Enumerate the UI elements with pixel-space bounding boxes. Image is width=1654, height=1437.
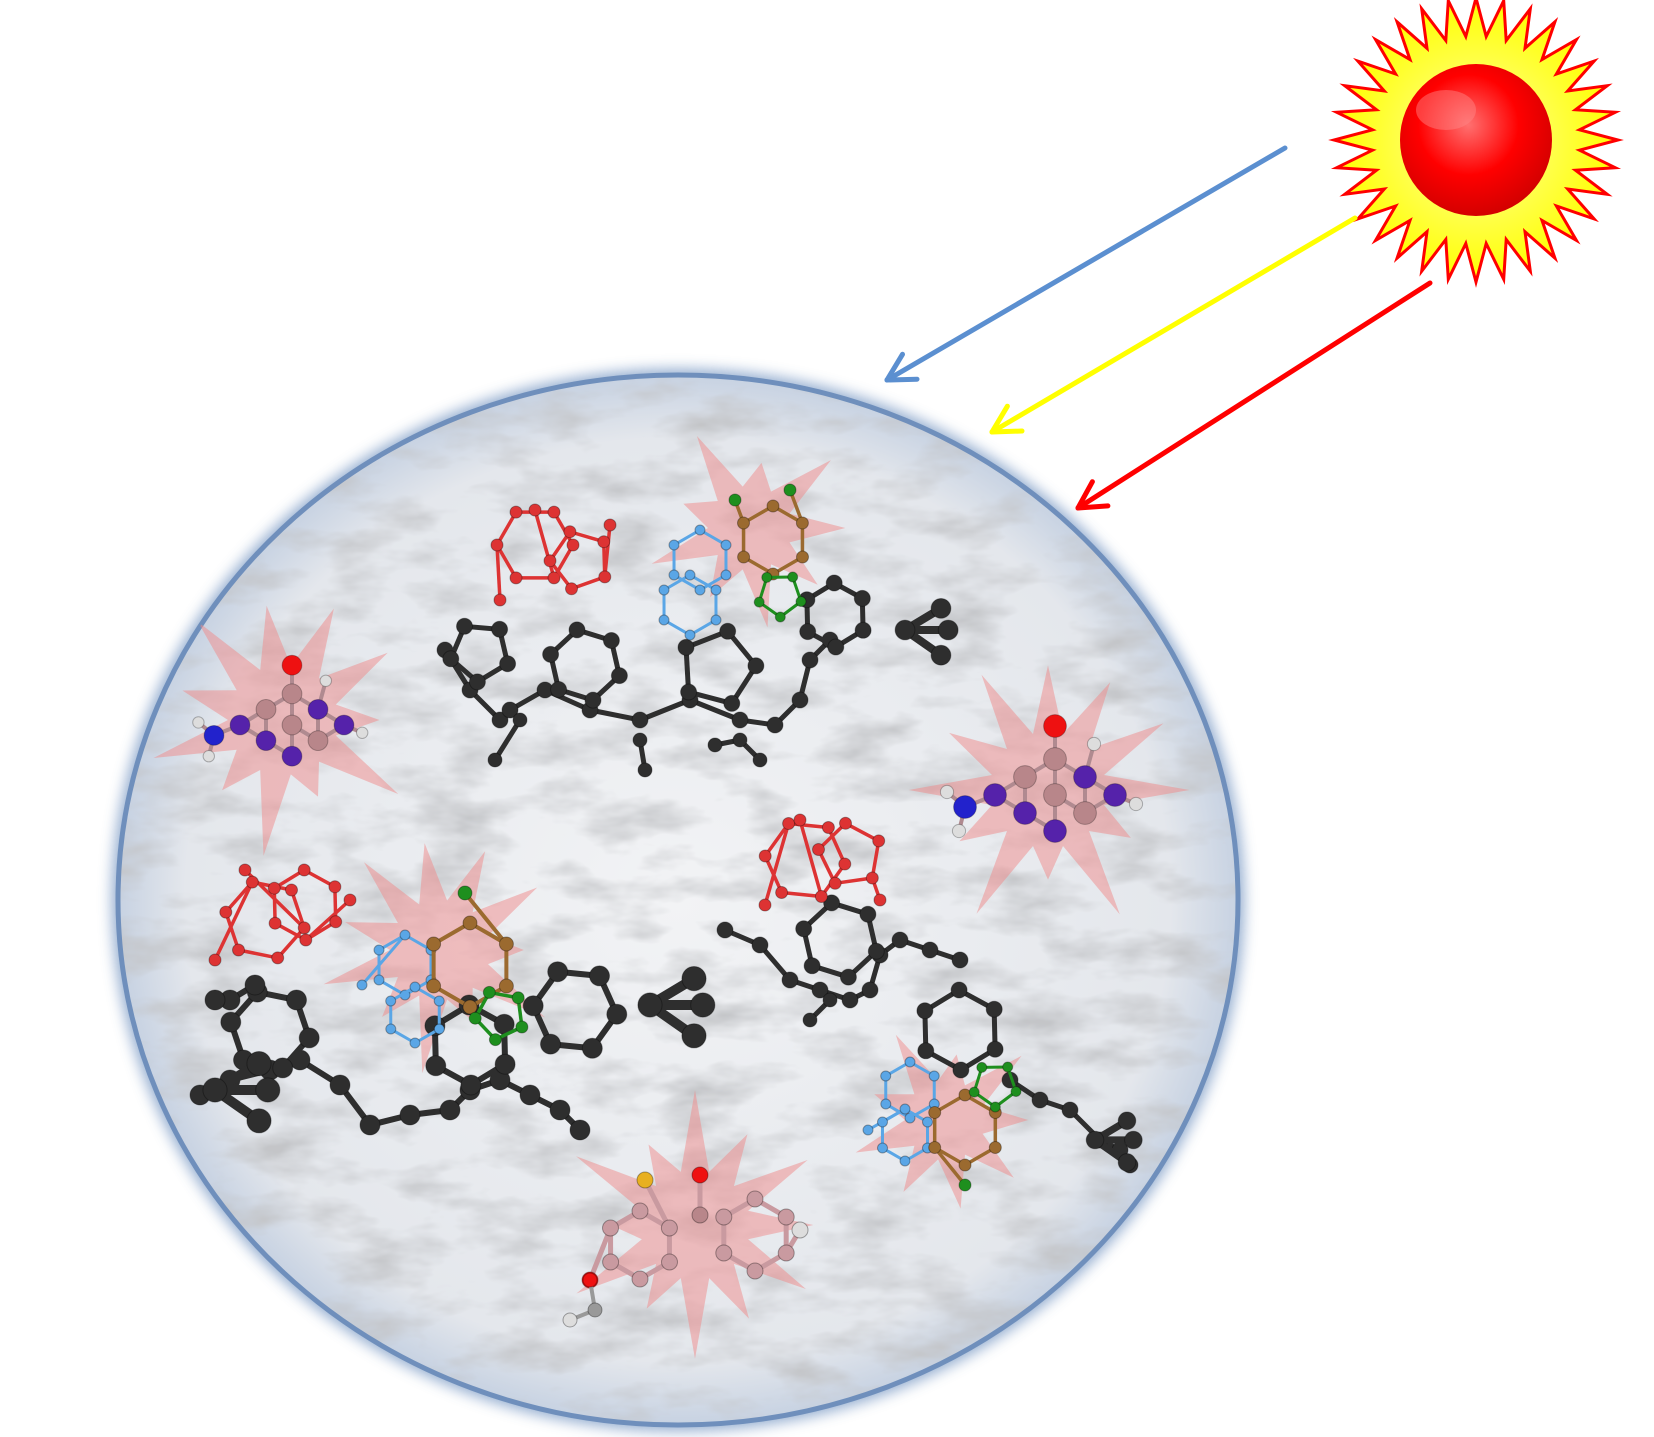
sun-core — [1400, 64, 1552, 216]
bridged-cage — [208, 863, 311, 967]
triazole-ring — [968, 1061, 1022, 1113]
sun-icon — [1328, 0, 1624, 288]
chromophore-glow — [855, 1034, 1029, 1209]
hydroxyl-group — [562, 1272, 603, 1328]
polymer-ring — [795, 894, 885, 986]
tert-butyl — [202, 1051, 281, 1134]
blue-light-arrow — [884, 145, 1288, 383]
polymer-ring — [916, 981, 1004, 1079]
chromophore-glow — [576, 1090, 814, 1359]
chromophore-molecule — [192, 654, 369, 767]
polymer-backbone — [204, 974, 266, 1011]
polymer-ring — [798, 574, 872, 656]
azine-ring — [658, 569, 722, 641]
chromophore-glow — [153, 605, 399, 856]
azine-ring — [862, 1103, 933, 1167]
molecules-layer — [153, 436, 1190, 1359]
red-light-arrow — [1075, 280, 1433, 511]
polymer-backbone — [632, 732, 653, 778]
polymer-backbone — [716, 921, 969, 1009]
chromophore-molecule — [715, 1190, 809, 1280]
yellow-light-arrow — [989, 215, 1358, 435]
polymer-ring — [522, 961, 628, 1059]
bridged-cage — [490, 503, 580, 607]
carbonyl-group — [691, 1166, 709, 1224]
azine-ring — [385, 981, 445, 1049]
particle-rim — [115, 372, 1241, 1428]
aryl-ring — [728, 483, 809, 581]
bridged-cage — [543, 518, 617, 596]
triazole-ring — [468, 985, 529, 1047]
triazole-ring — [753, 571, 807, 623]
polymer-ring — [677, 622, 765, 712]
bridged-cage — [267, 863, 357, 947]
polymer-ring — [442, 617, 517, 691]
chromophore-glow — [651, 436, 846, 628]
polymer-backbone — [707, 732, 768, 768]
sun-highlight — [1416, 90, 1476, 130]
azine-ring — [880, 1056, 940, 1124]
azine-ring — [668, 524, 732, 596]
light-arrows — [884, 145, 1433, 511]
tert-butyl — [1085, 1111, 1143, 1172]
polymer-backbone — [802, 992, 838, 1028]
polymer-ring — [542, 621, 628, 709]
tert-butyl — [637, 966, 716, 1049]
tert-butyl — [894, 598, 959, 666]
bridged-cage — [812, 816, 887, 907]
bridged-cage — [758, 813, 852, 912]
chromophore-molecule — [939, 714, 1144, 843]
polymer-backbone — [487, 712, 528, 768]
aryl-ring — [928, 1088, 1002, 1192]
